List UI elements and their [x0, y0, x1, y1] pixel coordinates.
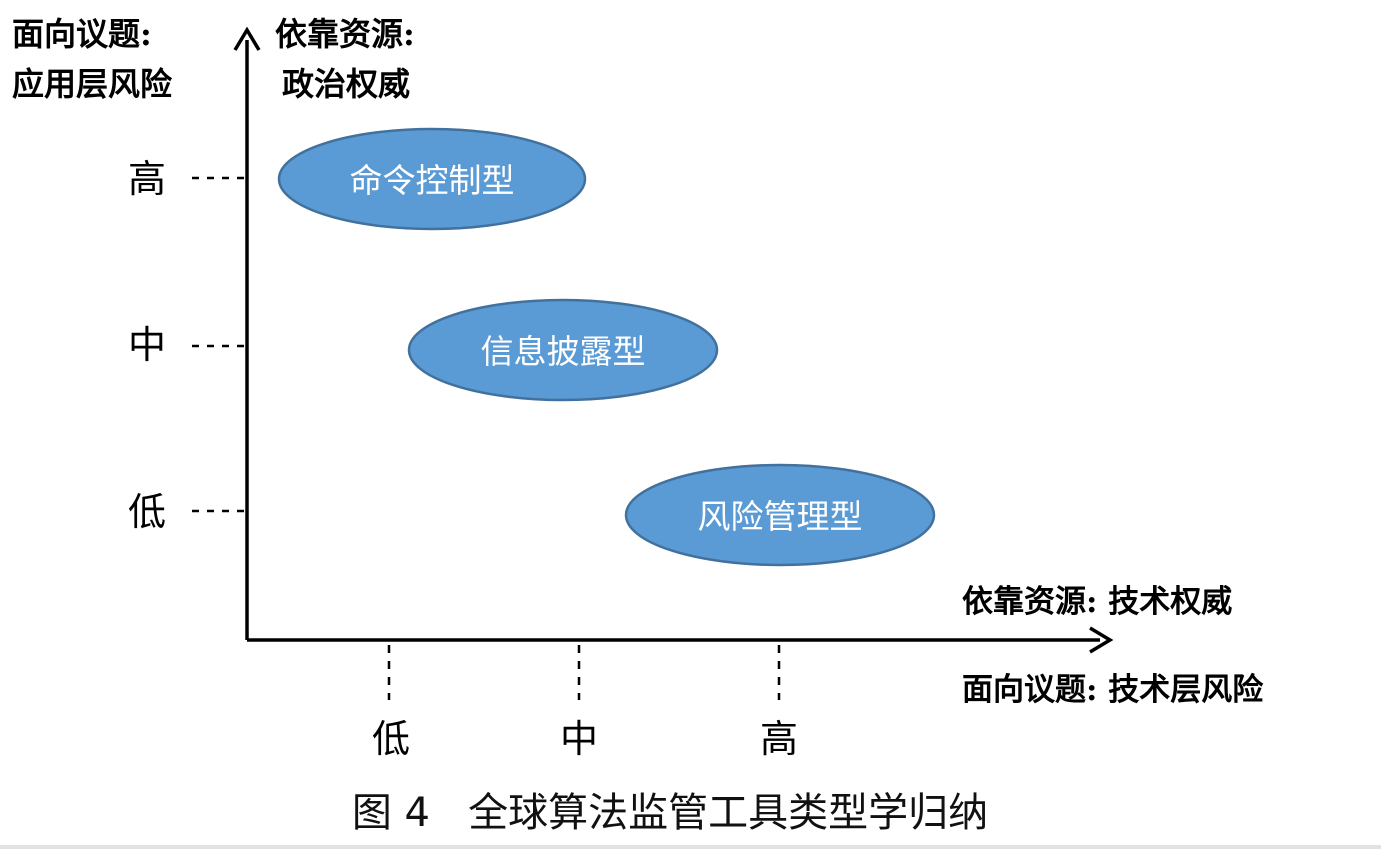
y-axis-topic-label-line2: 应用层风险 — [12, 65, 173, 103]
type-information-disclosure-ellipse — [407, 298, 719, 402]
x-axis-topic-label: 面向议题: 技术层风险 — [962, 672, 1264, 708]
y-axis-topic-label-line1: 面向议题: — [12, 15, 152, 53]
y-tick-label-low: 低 — [128, 490, 166, 534]
x-tick-label-low: 低 — [372, 717, 410, 761]
x-axis-resource-label: 依靠资源: 技术权威 — [962, 584, 1232, 620]
y-tick-label-high: 高 — [128, 157, 166, 201]
y-tick-label-mid: 中 — [128, 323, 166, 367]
type-risk-management-label: 风险管理型 — [698, 497, 863, 536]
y-axis-resource-label-line2: 政治权威 — [282, 65, 410, 103]
type-command-control: 命令控制型 — [277, 127, 587, 231]
type-command-control-ellipse — [277, 127, 587, 231]
x-axis-arrow-icon — [1089, 626, 1114, 654]
type-information-disclosure: 信息披露型 — [407, 298, 719, 402]
bottom-divider — [0, 845, 1381, 849]
type-information-disclosure-label: 信息披露型 — [481, 332, 646, 371]
figure-caption: 图 4 全球算法监管工具类型学归纳 — [352, 790, 988, 836]
type-command-control-label: 命令控制型 — [350, 161, 515, 200]
y-axis-resource-label-line1: 依靠资源: — [275, 15, 415, 53]
x-tick-label-high: 高 — [760, 717, 798, 761]
x-tick-label-mid: 中 — [560, 717, 598, 761]
y-axis-arrow-icon — [233, 26, 261, 51]
type-risk-management-ellipse — [624, 463, 936, 567]
type-risk-management: 风险管理型 — [624, 463, 936, 567]
